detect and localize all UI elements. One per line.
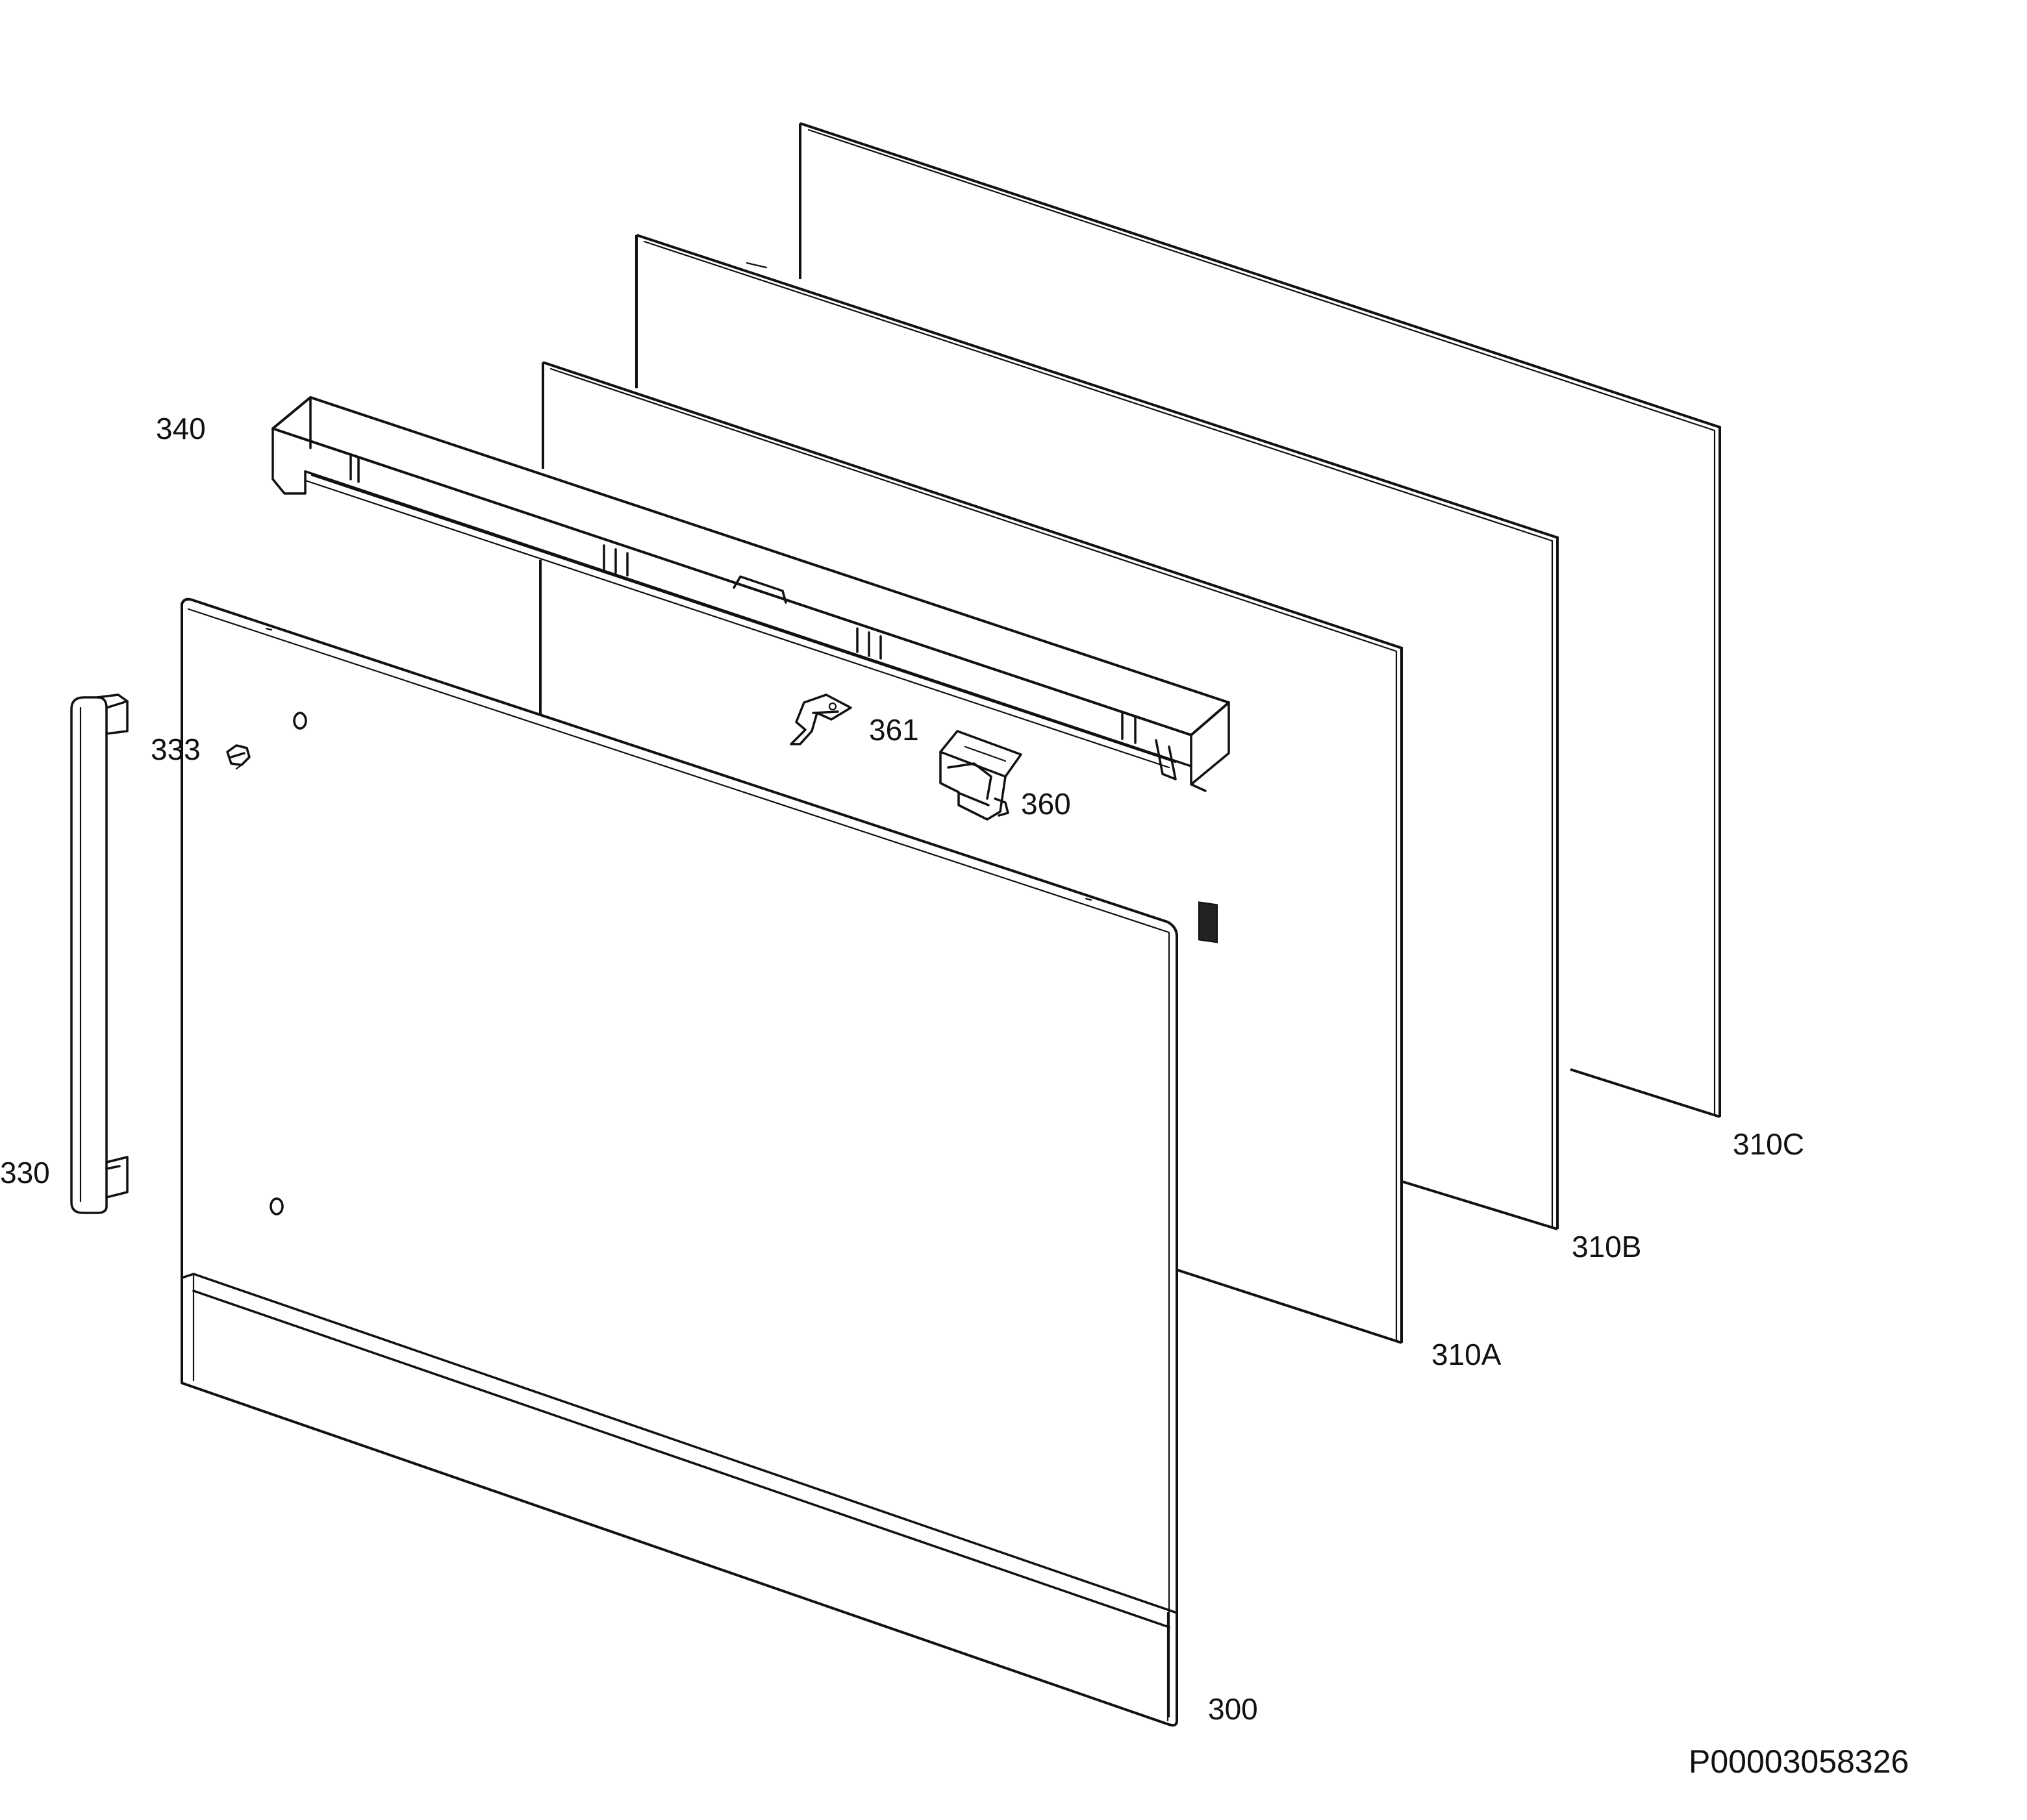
bracket-361 bbox=[790, 693, 852, 745]
label-300: 300 bbox=[1208, 1692, 1258, 1726]
label-330: 330 bbox=[0, 1156, 50, 1190]
label-310c: 310C bbox=[1733, 1127, 1804, 1161]
reference-code: P00003058326 bbox=[1689, 1743, 1909, 1780]
glass-panel-310c bbox=[799, 122, 1721, 1118]
top-trim-340 bbox=[271, 396, 1230, 943]
glass-panel-310a bbox=[539, 361, 1403, 1344]
screw-333 bbox=[226, 744, 251, 770]
handle-330 bbox=[70, 693, 129, 1214]
label-310b: 310B bbox=[1572, 1230, 1641, 1264]
glass-panel-310b bbox=[635, 234, 1559, 1230]
hinge-clip-360 bbox=[939, 730, 1022, 821]
label-361: 361 bbox=[869, 713, 919, 747]
label-340: 340 bbox=[156, 412, 206, 445]
label-310a: 310A bbox=[1431, 1338, 1502, 1371]
door-frame-300 bbox=[181, 597, 1178, 1727]
label-360: 360 bbox=[1021, 787, 1071, 821]
label-333: 333 bbox=[151, 732, 201, 766]
